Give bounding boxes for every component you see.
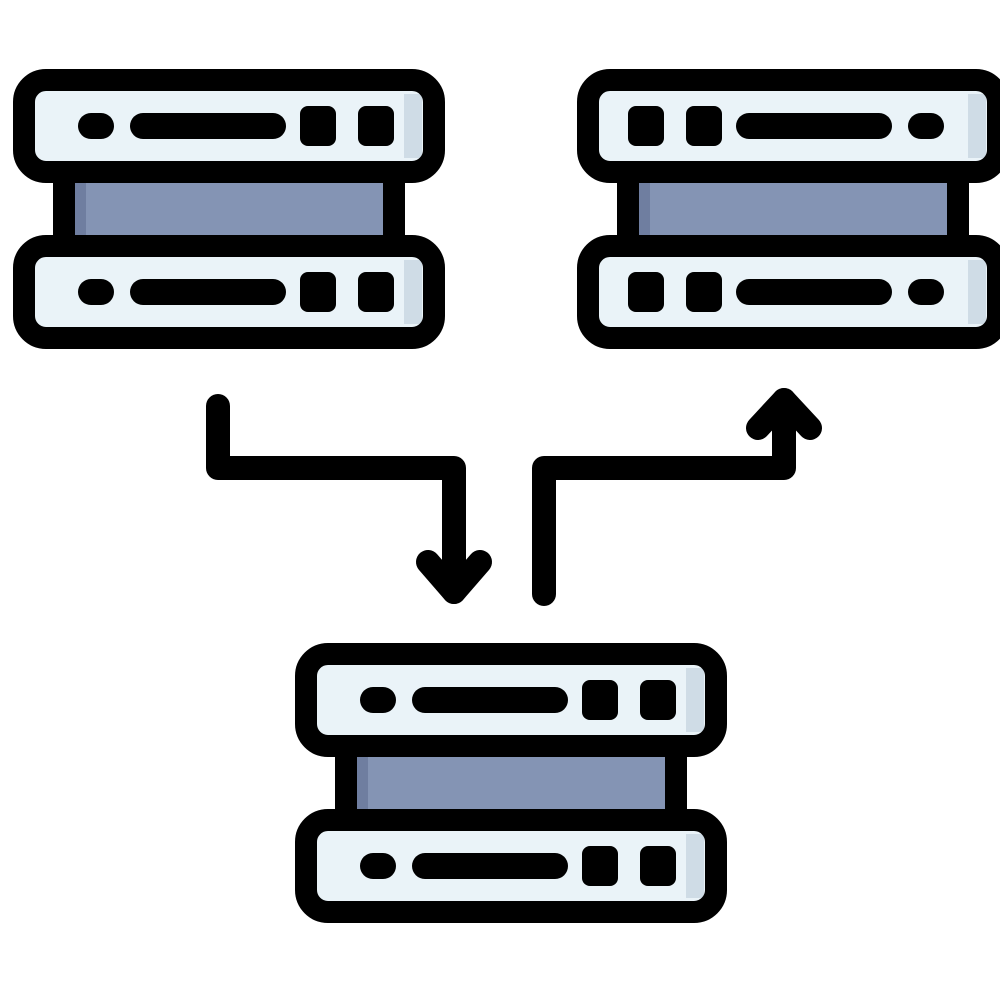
- watermark-id-text: 1339847023: [0, 812, 3, 912]
- server-rack-icon: [24, 80, 434, 338]
- arrow-down-icon: [206, 394, 492, 604]
- server-rack-icon: [306, 654, 716, 912]
- server-rack-icon: [588, 80, 998, 338]
- arrow-up-icon: [532, 388, 822, 606]
